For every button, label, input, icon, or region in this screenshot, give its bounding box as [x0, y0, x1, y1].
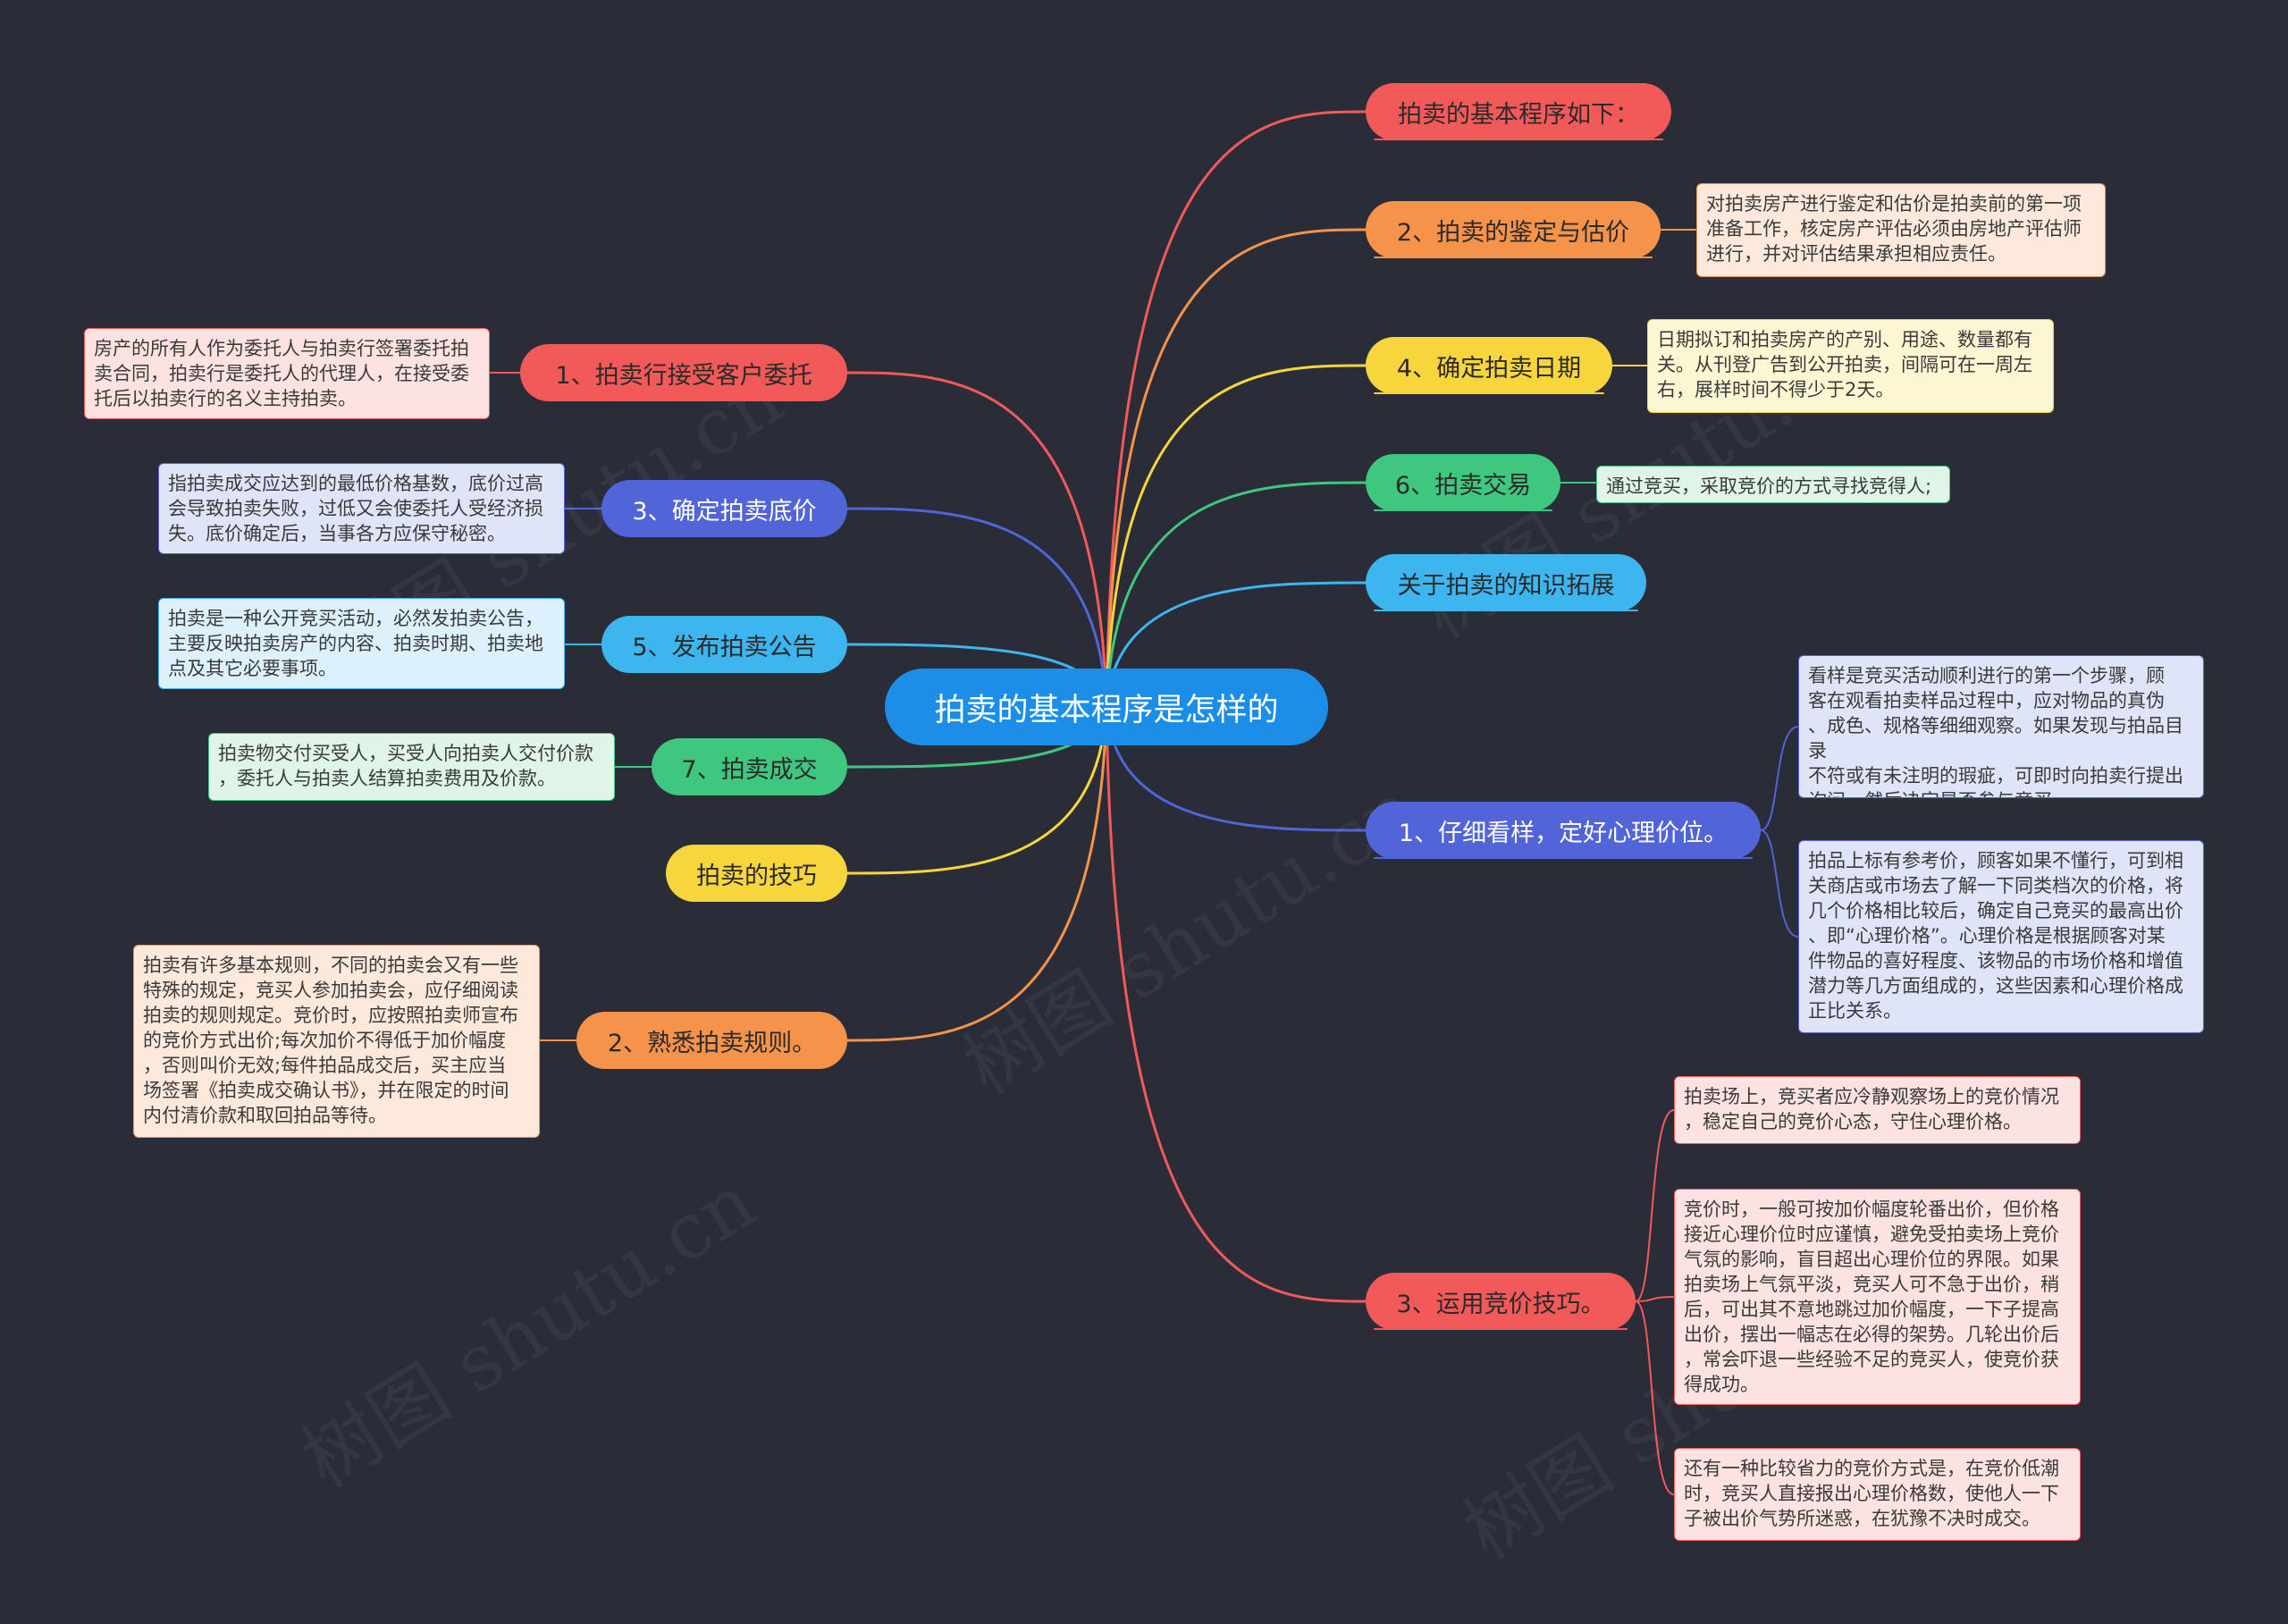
branch-publish-notice[interactable]: 5、发布拍卖公告	[601, 616, 847, 673]
note-appraisal: 对拍卖房产进行鉴定和估价是拍卖前的第一项 准备工作，核定房产评估必须由房地产评估…	[1696, 183, 2106, 277]
branch-learn-rules[interactable]: 2、熟悉拍卖规则。	[576, 1012, 847, 1069]
branch-accept-commission[interactable]: 1、拍卖行接受客户委托	[520, 344, 847, 401]
note-link-n_r6a	[1760, 726, 1799, 831]
note-link-n_r6b	[1760, 829, 1799, 938]
branch-reserve-price[interactable]: 3、确定拍卖底价	[601, 480, 847, 537]
connector-r1	[1105, 110, 1367, 709]
note-bidding-skills-2: 竞价时，一般可按加价幅度轮番出价，但价格 接近心理价位时应谨慎，避免受拍卖场上竞…	[1674, 1189, 2081, 1405]
connector-r7	[1105, 705, 1367, 1303]
connector-r6	[1105, 705, 1367, 832]
branch-knowledge-extension[interactable]: 关于拍卖的知识拓展	[1366, 554, 1646, 611]
connector-r3	[1105, 364, 1367, 709]
note-link-n_r7a	[1635, 1109, 1675, 1302]
note-accept-commission: 房产的所有人作为委托人与拍卖行签署委托拍 卖合同，拍卖行是委托人的代理人，在接受…	[84, 328, 490, 419]
connector-r4	[1105, 481, 1367, 709]
connector-r2	[1105, 228, 1367, 709]
note-learn-rules: 拍卖有许多基本规则，不同的拍卖会又有一些 特殊的规定，竞买人参加拍卖会，应仔细阅…	[133, 945, 540, 1138]
root-topic[interactable]: 拍卖的基本程序是怎样的	[885, 669, 1328, 745]
note-link-n_r7c	[1635, 1300, 1675, 1495]
branch-auction-date[interactable]: 4、确定拍卖日期	[1366, 337, 1612, 394]
note-auction-date: 日期拟订和拍卖房产的产别、用途、数量都有 关。从刊登广告到公开拍卖，间隔可在一周…	[1647, 319, 2054, 413]
branch-bidding-skills[interactable]: 3、运用竞价技巧。	[1366, 1273, 1636, 1330]
branch-appraisal[interactable]: 2、拍卖的鉴定与估价	[1366, 201, 1661, 258]
note-link-n_r7b	[1635, 1296, 1675, 1302]
branch-basic-procedure[interactable]: 拍卖的基本程序如下：	[1366, 83, 1671, 140]
branch-deal-closed[interactable]: 7、拍卖成交	[652, 738, 847, 795]
note-inspect-samples-2: 拍品上标有参考价，顾客如果不懂行，可到相 关商店或市场去了解一下同类档次的价格，…	[1798, 840, 2204, 1033]
branch-auction-trade[interactable]: 6、拍卖交易	[1366, 454, 1560, 511]
connector-l5	[845, 705, 1108, 875]
note-reserve-price: 指拍卖成交应达到的最低价格基数，底价过高 会导致拍卖失败，过低又会使委托人受经济…	[158, 463, 565, 554]
connector-l1	[845, 371, 1108, 709]
note-bidding-skills-1: 拍卖场上，竞买者应冷静观察场上的竞价情况 ，稳定自己的竞价心态，守住心理价格。	[1674, 1076, 2081, 1144]
note-deal-closed: 拍卖物交付买受人，买受人向拍卖人交付价款 ，委托人与拍卖人结算拍卖费用及价款。	[208, 733, 615, 801]
branch-inspect-samples[interactable]: 1、仔细看样，定好心理价位。	[1366, 802, 1761, 859]
note-auction-trade: 通过竞买，采取竞价的方式寻找竞得人;	[1596, 466, 1950, 503]
connector-r5	[1105, 581, 1367, 709]
note-publish-notice: 拍卖是一种公开竞买活动，必然发拍卖公告， 主要反映拍卖房产的内容、拍卖时期、拍卖…	[158, 598, 565, 689]
connector-l2	[845, 507, 1108, 709]
branch-auction-tips[interactable]: 拍卖的技巧	[666, 845, 847, 902]
note-inspect-samples-1: 看样是竞买活动顺利进行的第一个步骤，顾 客在观看拍卖样品过程中，应对物品的真伪 …	[1798, 655, 2204, 798]
connector-l6	[845, 705, 1108, 1042]
note-bidding-skills-3: 还有一种比较省力的竞价方式是，在竞价低潮 时，竞买人直接报出心理价格数，使他人一…	[1674, 1448, 2081, 1541]
